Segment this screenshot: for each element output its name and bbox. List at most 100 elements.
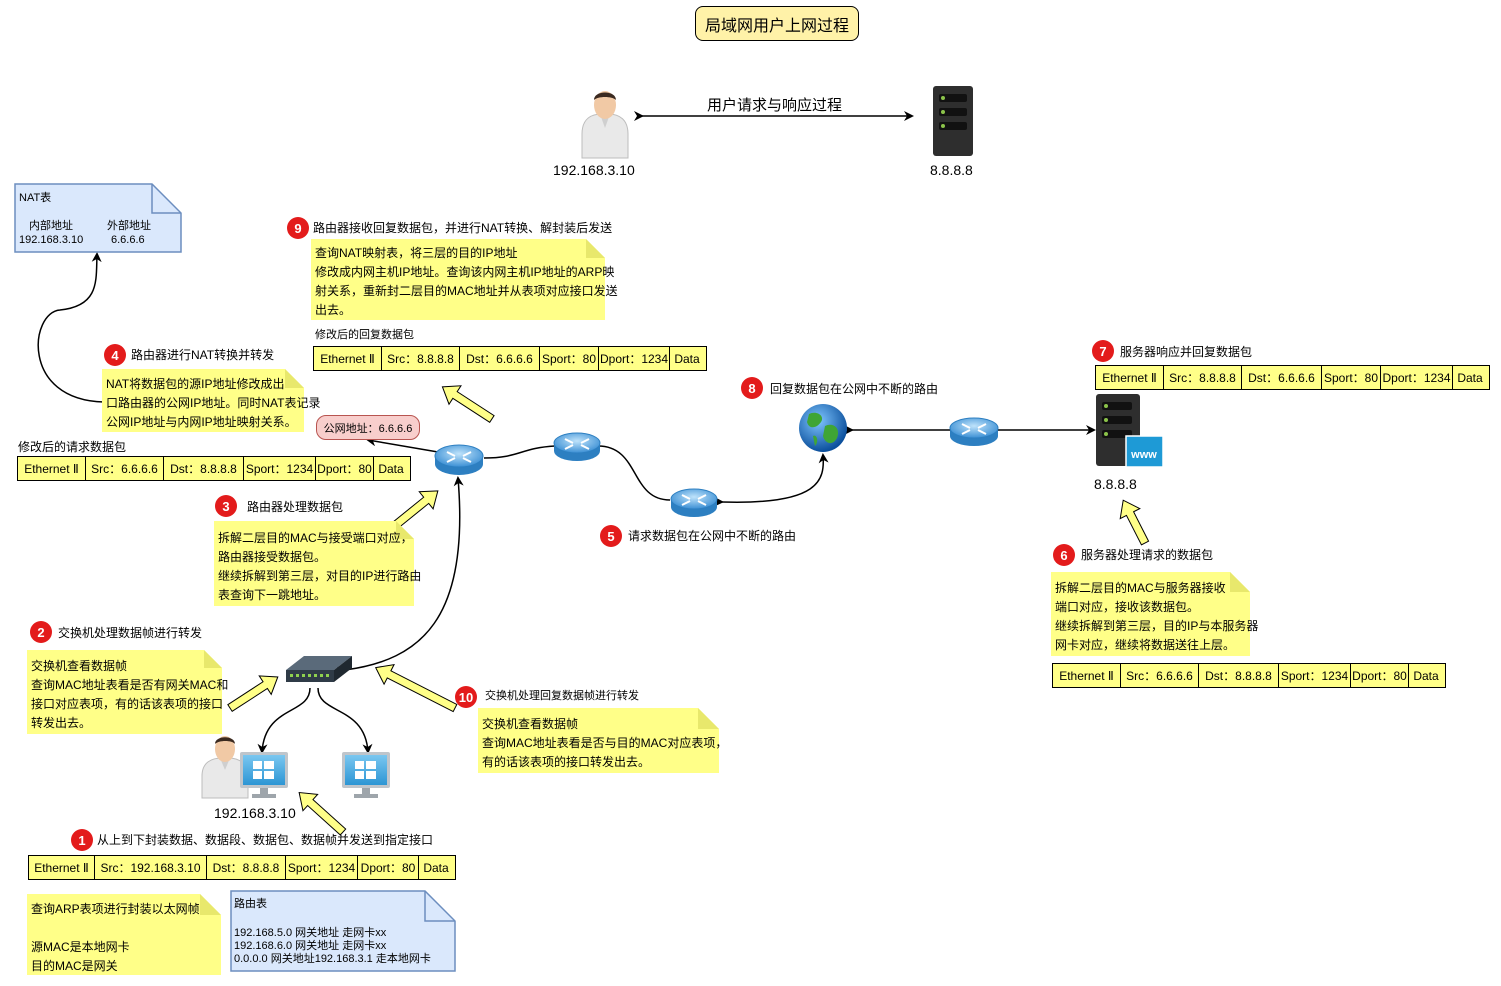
packet-field-src: Src：8.8.8.8 xyxy=(1164,366,1242,389)
route-table-shape xyxy=(230,890,456,972)
step-10-note: 交换机查看数据帧 查询MAC地址表看是否与目的MAC对应表项， 有的话该表项的接… xyxy=(478,713,728,776)
nat-table-col-outside: 外部地址 xyxy=(107,220,151,232)
nat-table-title: NAT表 xyxy=(19,192,52,204)
packet-step9: Ethernet Ⅱ Src：8.8.8.8 Dst：6.6.6.6 Sport… xyxy=(313,346,707,371)
step-2-note-line: 接口对应表项，有的话该表项的接口 xyxy=(31,697,224,711)
hollow-arrow-step9 xyxy=(441,385,495,424)
doc-shapes xyxy=(14,183,456,972)
step-1-note-line: 源MAC是本地网卡 xyxy=(31,940,130,954)
router-gateway-icon xyxy=(434,444,484,475)
packet-field-src: Src：8.8.8.8 xyxy=(382,347,460,370)
web-server-icon: www xyxy=(1096,394,1164,468)
note-shape-step9 xyxy=(311,239,605,320)
packet-field-sport: Sport：80 xyxy=(1322,366,1381,389)
step-8-badge: 8 xyxy=(741,377,763,399)
step-9-note-line: 出去。 xyxy=(315,303,352,317)
router2-to-router3-link xyxy=(597,445,671,501)
switch-to-pc2-link xyxy=(317,687,373,754)
packet-field-src: Src：192.168.3.10 xyxy=(95,856,207,879)
packet-step6: Ethernet Ⅱ Src：6.6.6.6 Dst：8.8.8.8 Sport… xyxy=(1052,663,1446,688)
hollow-arrows xyxy=(227,385,1150,836)
router-public-1-icon xyxy=(553,432,601,461)
packet-field-sport: Sport：1234 xyxy=(1279,664,1351,687)
note-shape-step1 xyxy=(27,894,221,975)
step-3-note-line: 继续拆解到第三层，对目的IP进行路由 xyxy=(218,569,422,583)
note-shape-step6 xyxy=(1051,572,1250,656)
step-6-title: 服务器处理请求的数据包 xyxy=(1081,548,1214,562)
step-10-note-line: 交换机查看数据帧 xyxy=(482,717,579,731)
step-9-note-line: 查询NAT映射表，将三层的目的IP地址 xyxy=(315,246,518,260)
step-3-note: 拆解二层目的MAC与接受端口对应， 路由器接受数据包。 继续拆解到第三层，对目的… xyxy=(214,527,422,609)
note-shape-step2 xyxy=(27,650,222,734)
web-server-ip-label: 8.8.8.8 xyxy=(1094,476,1137,492)
client-ip-label: 192.168.3.10 xyxy=(553,162,635,178)
step-10-note-line: 有的话该表项的接口转发出去。 xyxy=(482,755,651,769)
router-to-router2-link xyxy=(483,445,556,459)
step-1-badge: 1 xyxy=(71,829,93,851)
modified-reply-caption: 修改后的回复数据包 xyxy=(315,329,414,341)
note-shape-step10 xyxy=(478,708,719,773)
packet-field-sport: Sport：1234 xyxy=(286,856,358,879)
router-public-3-icon xyxy=(949,417,999,446)
packet-field-ethernet: Ethernet Ⅱ xyxy=(1053,664,1121,687)
packet-field-dst: Dst：8.8.8.8 xyxy=(164,457,244,480)
packet-field-ethernet: Ethernet Ⅱ xyxy=(29,856,95,879)
step-5-title: 请求数据包在公网中不断的路由 xyxy=(628,529,797,543)
step-2-note: 交换机查看数据帧 查询MAC地址表看是否有网关MAC和 接口对应表项，有的话该表… xyxy=(27,655,228,737)
hollow-arrow-step6 xyxy=(1119,499,1150,546)
step-3-title: 路由器处理数据包 xyxy=(247,500,344,514)
hollow-arrow-step2 xyxy=(227,675,279,713)
switch-icon xyxy=(286,656,352,682)
server-top-icon xyxy=(933,86,973,156)
step-10-badge: 10 xyxy=(455,686,477,708)
packet-field-src: Src：6.6.6.6 xyxy=(86,457,164,480)
pc-windows-1-icon xyxy=(240,752,288,798)
step-10-note-line: 查询MAC地址表看是否与目的MAC对应表项， xyxy=(482,736,728,750)
packet-field-data: Data xyxy=(1413,668,1439,683)
packet-field-dport: Dport：1234 xyxy=(1381,366,1453,389)
step-3-note-line: 拆解二层目的MAC与接受端口对应， xyxy=(218,531,413,545)
packet-step7: Ethernet Ⅱ Src：8.8.8.8 Dst：6.6.6.6 Sport… xyxy=(1095,365,1490,390)
packet-field-dst: Dst：8.8.8.8 xyxy=(1199,664,1279,687)
step-1-note-line: 目的MAC是网关 xyxy=(31,959,118,973)
packet-field-data: Data xyxy=(674,351,700,366)
note-shapes xyxy=(27,239,1250,975)
step-8-title: 回复数据包在公网中不断的路由 xyxy=(770,382,939,396)
server-ip-label: 8.8.8.8 xyxy=(930,162,973,178)
nat-note-to-nat-table-arrow xyxy=(37,252,105,403)
lan-host-ip-label: 192.168.3.10 xyxy=(214,805,296,821)
modified-request-caption: 修改后的请求数据包 xyxy=(18,440,127,454)
step-4-note-line: 公网IP地址与内网IP地址映射关系。 xyxy=(106,415,297,429)
svg-text:www: www xyxy=(1130,449,1157,461)
step-4-badge: 4 xyxy=(104,344,126,366)
step-6-note: 拆解二层目的MAC与服务器接收 端口对应，接收该数据包。 继续拆解到第三层，目的… xyxy=(1051,577,1259,659)
step-1-note-line: 查询ARP表项进行封装以太网帧 xyxy=(31,902,200,916)
step-2-note-line: 交换机查看数据帧 xyxy=(31,659,128,673)
step-9-note: 查询NAT映射表，将三层的目的IP地址 修改成内网主机IP地址。查询该内网主机I… xyxy=(311,242,618,324)
packet-field-ethernet: Ethernet Ⅱ xyxy=(1096,366,1164,389)
packet-field-sport: Sport：1234 xyxy=(244,457,316,480)
step-6-note-line: 继续拆解到第三层，目的IP与本服务器 xyxy=(1055,619,1259,633)
nat-table-col-inside: 内部地址 xyxy=(29,220,73,232)
internet-globe-icon xyxy=(799,404,847,452)
packet-field-dport: Dport：80 xyxy=(316,457,374,480)
packet-field-dport: Dport：1234 xyxy=(599,347,670,370)
route-table-entry: 192.168.5.0 网关地址 走网卡xx xyxy=(234,927,387,939)
switch-to-router-link xyxy=(336,476,464,677)
step-3-badge: 3 xyxy=(215,495,237,517)
route-table-entry: 0.0.0.0 网关地址192.168.3.1 走本地网卡 xyxy=(234,953,431,965)
route-table-title: 路由表 xyxy=(234,898,267,910)
pc-windows-2-icon xyxy=(342,752,390,798)
step-6-badge: 6 xyxy=(1053,544,1075,566)
connections xyxy=(37,111,1096,754)
step-6-note-line: 端口对应，接收该数据包。 xyxy=(1055,600,1200,614)
nat-table-inside-value: 192.168.3.10 xyxy=(19,234,84,246)
router-public-2-icon xyxy=(670,488,718,517)
packet-field-data: Data xyxy=(423,860,449,875)
step-4-title: 路由器进行NAT转换并转发 xyxy=(131,348,275,362)
packet-field-data: Data xyxy=(378,461,404,476)
step-3-note-line: 表查询下一跳地址。 xyxy=(218,588,327,602)
router3-to-globe-link xyxy=(713,453,829,507)
packet-field-src: Src：6.6.6.6 xyxy=(1121,664,1199,687)
